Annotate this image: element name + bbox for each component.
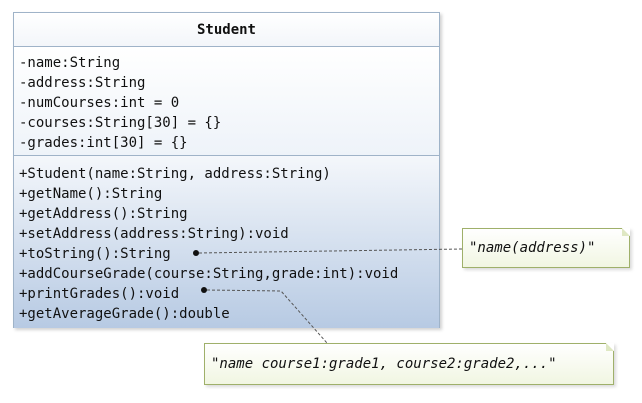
attribute-address: -address:String [19,75,146,91]
attribute-name: -name:String [19,55,121,71]
operation-constructor: +Student(name:String, address:String) [19,166,331,182]
attribute-courses: -courses:String[30] = {} [19,115,222,131]
operation-set-address: +setAddress(address:String):void [19,226,289,242]
note-print-grades: "name course1:grade1, course2:grade2,...… [204,343,614,385]
operation-get-average-grade: +getAverageGrade():double [19,306,230,322]
note-print-grades-text: "name course1:grade1, course2:grade2,...… [211,356,557,372]
operation-print-grades: +printGrades():void [19,286,180,302]
attribute-grades: -grades:int[30] = {} [19,135,188,151]
operation-to-string: +toString():String [19,246,171,262]
note-to-string-text: "name(address)" [469,240,596,256]
uml-class-student: Student -name:String -address:String -nu… [13,12,440,328]
note-fold-corner [622,228,630,236]
note-fold-corner [606,343,614,351]
attributes-compartment: -name:String -address:String -numCourses… [14,47,439,156]
operation-get-name: +getName():String [19,186,163,202]
note-to-string: "name(address)" [462,228,630,268]
operation-get-address: +getAddress():String [19,206,188,222]
operations-compartment: +Student(name:String, address:String) +g… [14,156,439,328]
operation-add-course-grade: +addCourseGrade(course:String,grade:int)… [19,266,399,282]
attribute-num-courses: -numCourses:int = 0 [19,95,180,111]
class-name: Student [14,13,439,47]
